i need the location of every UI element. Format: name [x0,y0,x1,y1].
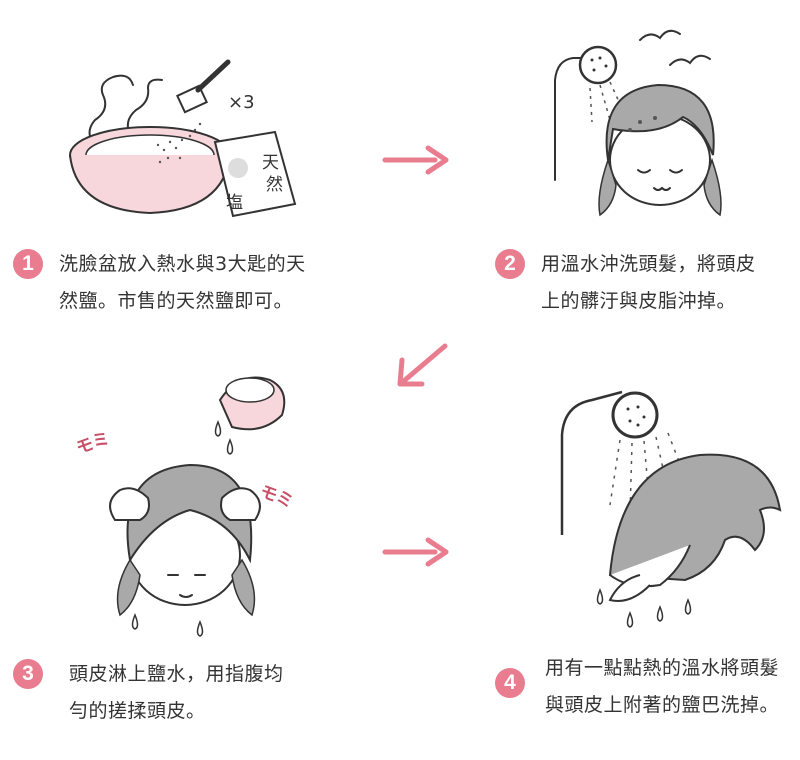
bag-label-2: 然 [266,175,283,195]
step-text: 頭皮淋上鹽水，用指腹均勻的搓揉頭皮。 [69,663,284,722]
step-3: 3 頭皮淋上鹽水，用指腹均勻的搓揉頭皮。 [13,656,333,730]
momi-label-left: モミ [74,428,113,458]
step-1: 1 洗臉盆放入熱水與3大匙的天然鹽。市售的天然鹽即可。 [13,246,333,320]
shower-rinse-illustration [554,29,722,217]
step-text: 用溫水沖洗頭髮，將頭皮上的髒汙與皮脂沖掉。 [541,253,756,312]
bag-label-3: 塩 [226,193,243,213]
arrow-right-icon-top [382,145,449,175]
step-number-badge: 3 [13,659,43,689]
scalp-massage-illustration: モミ モミ [74,376,296,637]
step-number-badge: 4 [495,668,525,698]
times-label: ×3 [228,92,255,113]
step-text: 用有一點點熱的溫水將頭髮與頭皮上附著的鹽巴洗掉。 [545,657,780,716]
step-number-badge: 1 [13,249,43,279]
step-2: 2 用溫水沖洗頭髮，將頭皮上的髒汙與皮脂沖掉。 [495,246,790,320]
bag-label-1: 天 [262,153,279,173]
step-number-badge: 2 [495,249,525,279]
salt-basin-illustration: ×3 天 然 塩 [69,59,297,218]
step-4: 4 用有一點點熱的溫水將頭髮與頭皮上附著的鹽巴洗掉。 [495,650,795,724]
final-rinse-illustration [560,390,782,628]
momi-label-right: モミ [257,482,296,512]
arrow-down-left-icon [397,343,448,387]
arrow-right-icon-bottom [382,537,449,567]
step-text: 洗臉盆放入熱水與3大匙的天然鹽。市售的天然鹽即可。 [59,253,306,312]
